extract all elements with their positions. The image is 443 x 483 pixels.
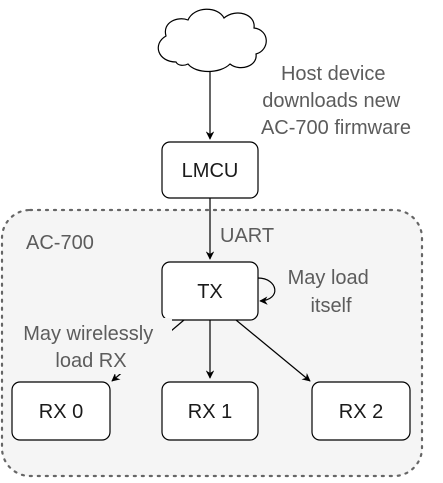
edge-tx-self-loop xyxy=(257,277,276,305)
node-tx-label: TX xyxy=(197,281,223,303)
host-note-line-1: Host device xyxy=(281,63,386,85)
host-note: Host device downloads new AC-700 firmwar… xyxy=(261,63,411,139)
node-rx2-label: RX 2 xyxy=(339,401,383,423)
cloud-icon xyxy=(157,8,267,73)
ac700-group-label: AC-700 xyxy=(26,232,94,254)
node-lmcu-label: LMCU xyxy=(182,160,239,182)
edge-label-self-load-line-1: May load xyxy=(288,267,369,289)
node-rx1-label: RX 1 xyxy=(188,401,232,423)
edge-label-wireless-line-2: load RX xyxy=(55,350,126,372)
node-lmcu: LMCU xyxy=(161,141,259,199)
node-rx1: RX 1 xyxy=(161,381,259,441)
edge-label-wireless-line-1: May wirelessly xyxy=(23,323,153,345)
edge-label-wireless: May wirelessly load RX xyxy=(12,318,172,374)
node-rx0-label: RX 0 xyxy=(39,401,83,423)
node-tx: TX xyxy=(161,261,259,321)
host-note-line-3: AC-700 firmware xyxy=(261,117,411,139)
edge-label-self-load: May load itself xyxy=(288,267,375,317)
node-rx2: RX 2 xyxy=(311,381,411,441)
edge-tx-to-rx2 xyxy=(235,319,311,382)
edge-label-uart: UART xyxy=(220,225,274,247)
host-note-line-2: downloads new xyxy=(262,90,400,112)
svg-text:May wirelessly load RX: May wirelessly load RX xyxy=(23,323,159,372)
node-rx0: RX 0 xyxy=(11,381,111,441)
edge-label-self-load-line-2: itself xyxy=(310,295,352,317)
